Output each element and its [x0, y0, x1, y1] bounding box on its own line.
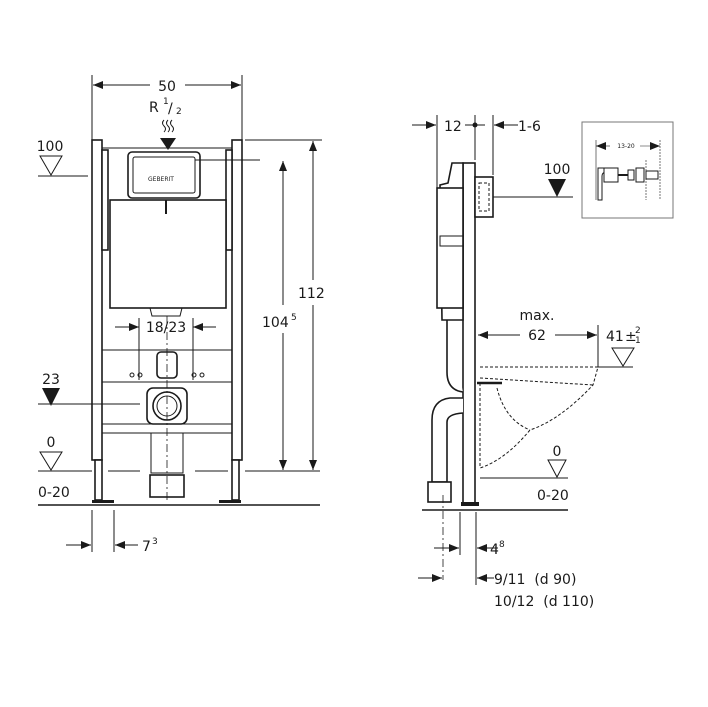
- bowl-depth-label: 62: [528, 328, 546, 344]
- actuator-plate: [127, 151, 201, 199]
- max-label: max.: [520, 308, 555, 324]
- level-marker-icon: [39, 451, 63, 471]
- height-104-label: 104: [262, 315, 289, 331]
- front-view: 50 R 1 / 2 GEBERIT: [37, 75, 325, 555]
- cistern: [109, 199, 227, 309]
- inset-range-label: 13-20: [617, 143, 635, 150]
- water-inlet-icon: [162, 119, 174, 133]
- height-112-label: 112: [298, 286, 325, 302]
- foot-offset-superscript: 3: [152, 537, 158, 547]
- cistern-side: [436, 187, 464, 309]
- side-floor-range-label: 0-20: [537, 488, 569, 504]
- svg-text:±: ±: [625, 329, 637, 345]
- offset-48-label: 4: [490, 542, 499, 558]
- level-marker-icon: [39, 155, 63, 176]
- inlet-arrow-icon: [160, 138, 176, 150]
- side-level-100-label: 100: [544, 162, 571, 178]
- water-connection-label: R 1 / 2: [149, 97, 182, 117]
- svg-text:R: R: [149, 100, 159, 116]
- level-marker-icon: [611, 347, 635, 367]
- brand-mark: GEBERIT: [148, 176, 174, 183]
- level-23-label: 23: [42, 372, 60, 388]
- drain-bend: [431, 397, 464, 483]
- side-view: 12 1-6 100 max. 62 41 ± 2 1: [412, 115, 641, 610]
- level-marker-icon: [547, 459, 567, 479]
- height-104-superscript: 5: [291, 313, 297, 323]
- frame-post: [462, 162, 476, 506]
- svg-text:2: 2: [176, 107, 182, 117]
- wall-bracket-inset: 13-20: [581, 121, 674, 219]
- pipe-d90-label: 9/11 (d 90): [494, 572, 576, 588]
- foot-offset-label: 7: [142, 539, 151, 555]
- svg-text:41: 41: [606, 329, 624, 345]
- wall-range-label: 1-6: [518, 119, 541, 135]
- toilet-bowl-outline: [479, 366, 599, 469]
- level-marker-filled-icon: [548, 179, 566, 197]
- svg-text:2: 2: [635, 326, 641, 336]
- level-100-label: 100: [37, 139, 64, 155]
- depth-12-label: 12: [444, 119, 462, 135]
- floor-range-label: 0-20: [38, 485, 70, 501]
- seat-height-label: 41 ± 2 1: [606, 326, 641, 346]
- bolt-spacing-label: 18/23: [146, 320, 186, 336]
- width-dimension: 50: [158, 79, 176, 95]
- level-marker-filled-icon: [42, 388, 60, 406]
- svg-text:/: /: [168, 101, 173, 117]
- side-level-0-label: 0: [553, 444, 562, 460]
- level-0-label: 0: [47, 435, 56, 451]
- pipe-d110-label: 10/12 (d 110): [494, 594, 594, 610]
- offset-48-superscript: 8: [499, 540, 505, 550]
- svg-text:1: 1: [163, 97, 169, 107]
- svg-text:1: 1: [635, 336, 641, 346]
